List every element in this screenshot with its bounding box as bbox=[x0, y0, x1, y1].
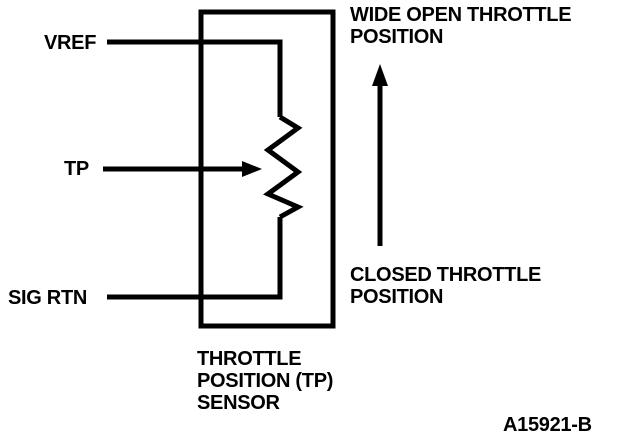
closed-line1: CLOSED THROTTLE bbox=[350, 264, 542, 286]
resistor-element bbox=[263, 114, 304, 220]
vref-text: VREF bbox=[44, 32, 97, 54]
wide-open-line2: POSITION bbox=[350, 26, 444, 48]
vref-wire bbox=[107, 39, 283, 117]
closed-throttle-label: CLOSED THROTTLE POSITION bbox=[350, 264, 541, 308]
sensor-caption-line3: SENSOR bbox=[197, 392, 280, 414]
closed-line2: POSITION bbox=[350, 286, 444, 308]
tp-label: TP bbox=[64, 158, 89, 180]
wide-open-throttle-label: WIDE OPEN THROTTLE POSITION bbox=[350, 4, 572, 48]
sensor-caption: THROTTLE POSITION (TP) SENSOR bbox=[197, 348, 333, 414]
sig-rtn-text: SIG RTN bbox=[8, 287, 88, 309]
sensor-caption-line1: THROTTLE bbox=[197, 348, 302, 370]
sig-rtn-label: SIG RTN bbox=[8, 287, 87, 309]
figure-id: A15921-B bbox=[503, 414, 592, 436]
direction-arrowhead bbox=[372, 64, 388, 86]
figure-id-text: A15921-B bbox=[503, 414, 592, 436]
sig-rtn-wire bbox=[107, 217, 283, 300]
tp-text: TP bbox=[64, 158, 89, 180]
vref-label: VREF bbox=[44, 32, 96, 54]
tp-wiper-arrowhead bbox=[242, 161, 262, 177]
sensor-caption-line2: POSITION (TP) bbox=[197, 370, 334, 392]
wide-open-line1: WIDE OPEN THROTTLE bbox=[350, 4, 572, 26]
